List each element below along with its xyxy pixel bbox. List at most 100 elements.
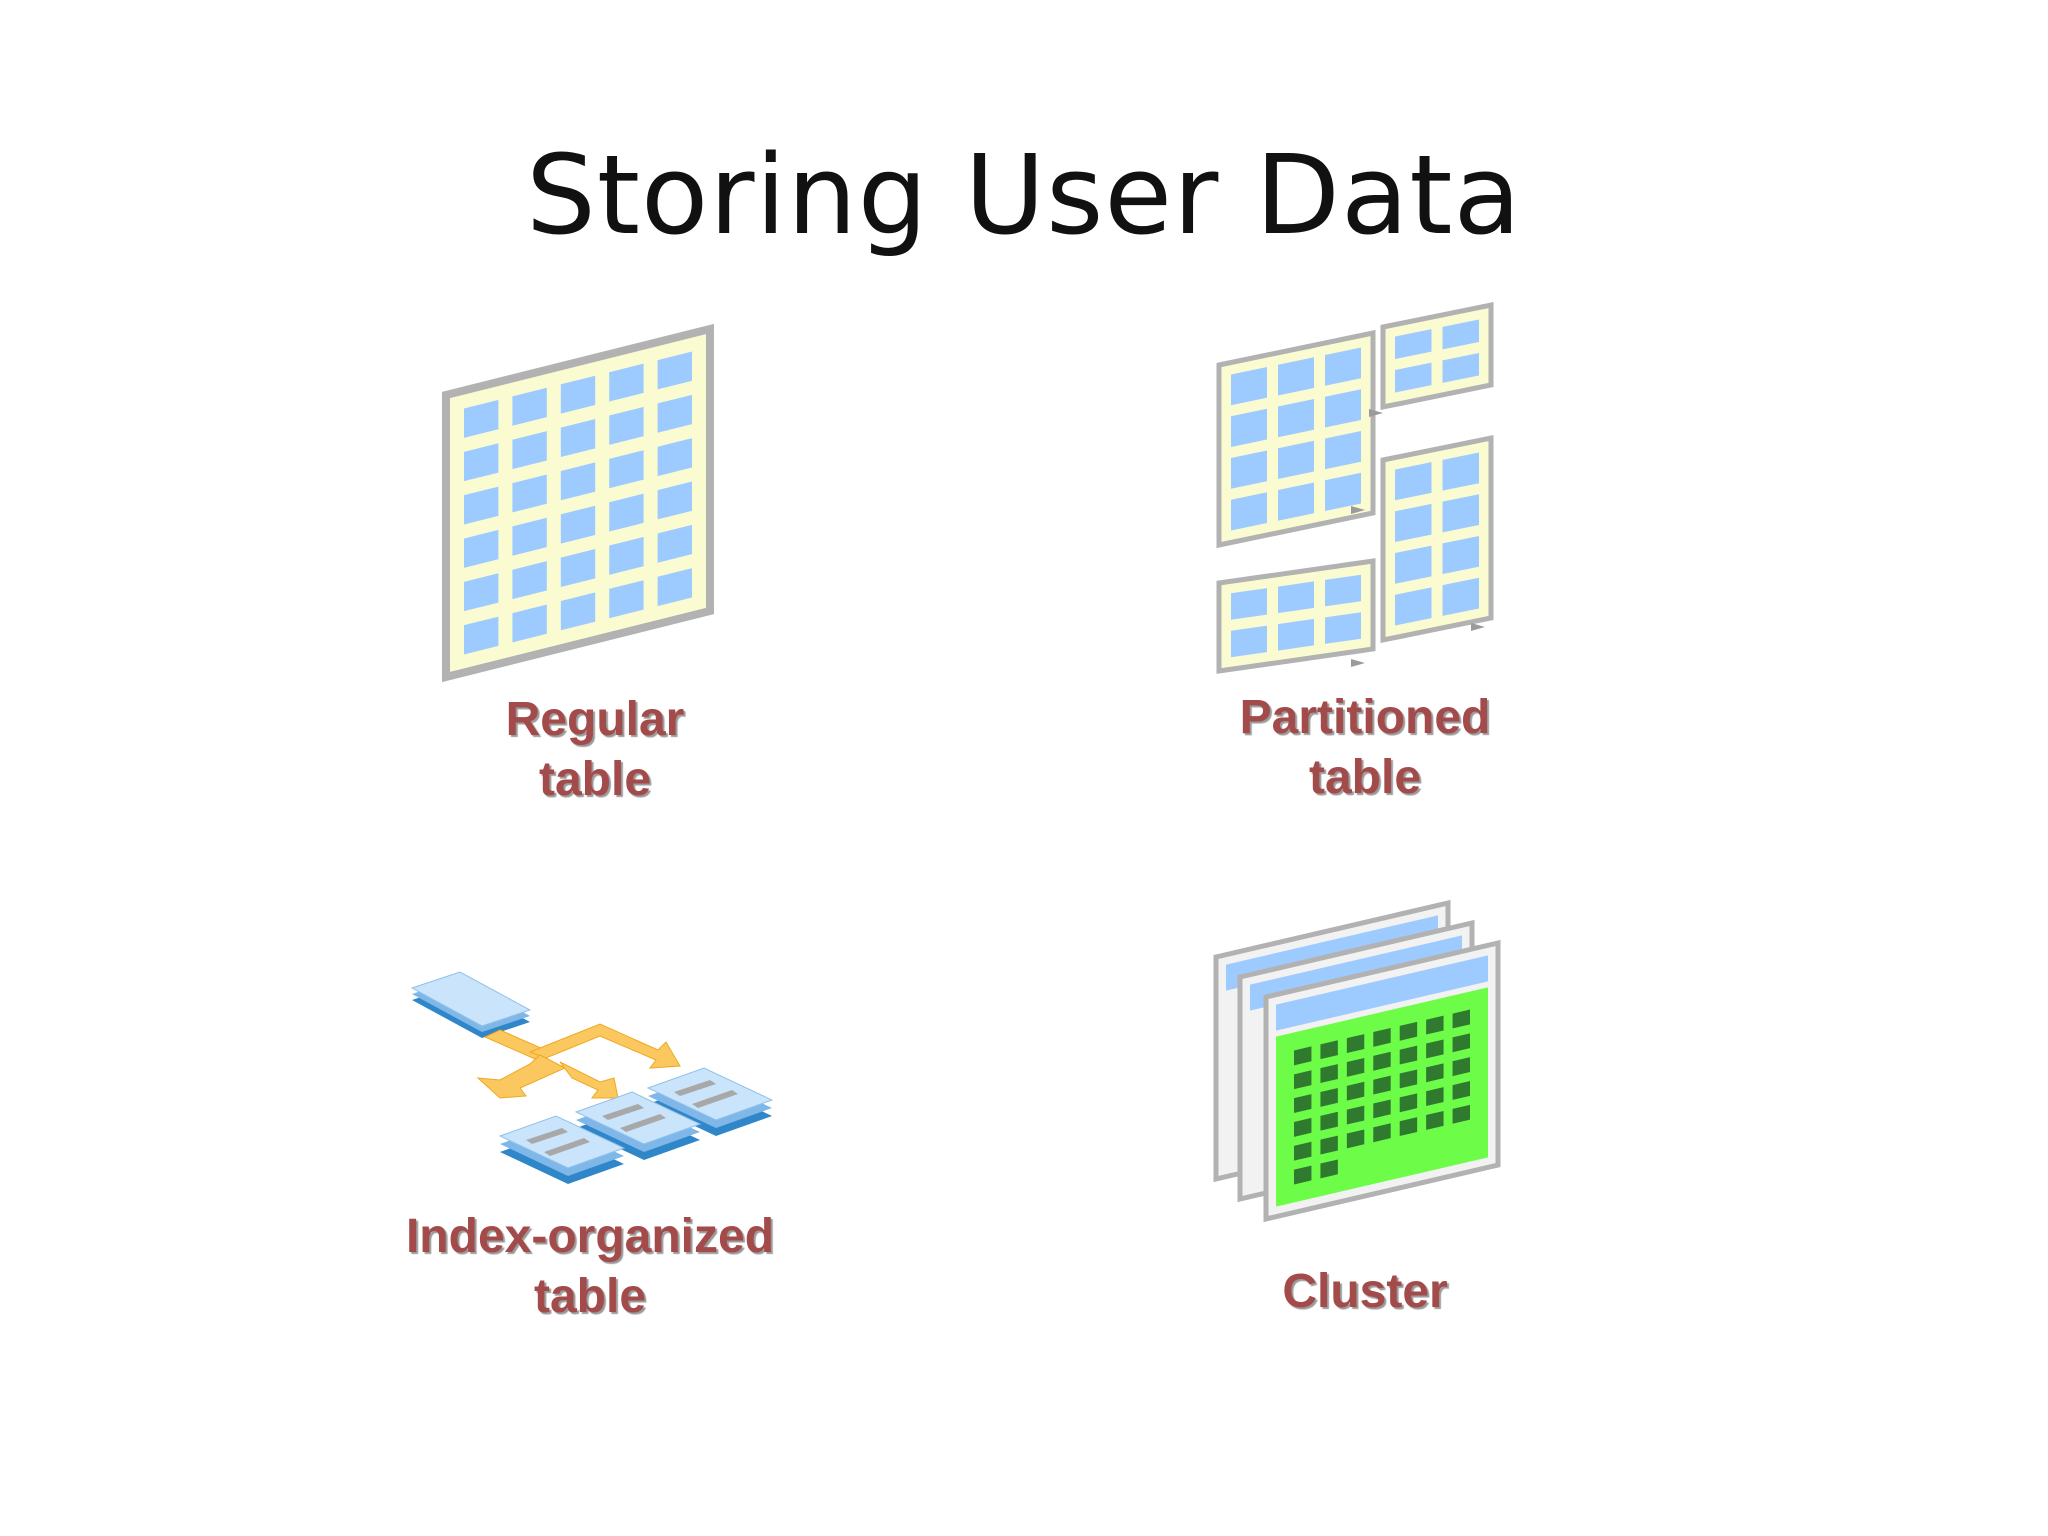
- cluster-cell: [1320, 1087, 1338, 1107]
- cluster-cell: [1452, 1104, 1470, 1124]
- cluster-cell: [1452, 1081, 1470, 1100]
- table-cell: [512, 431, 547, 470]
- cluster-cell: [1346, 1081, 1365, 1101]
- grid-table-icon: [442, 323, 714, 683]
- cluster-cell: [1426, 1063, 1444, 1083]
- table-cell: [464, 443, 499, 482]
- table-cell: [1395, 545, 1432, 584]
- table-cell: [512, 604, 547, 643]
- table-cell: [1442, 352, 1479, 383]
- cluster-cell: [1346, 1057, 1365, 1077]
- table-cell: [1395, 587, 1432, 626]
- page-title: Storing User Data: [526, 131, 1522, 259]
- table-cell: [1395, 462, 1432, 501]
- table-cell: [1325, 430, 1361, 470]
- cluster-cell: [1373, 1051, 1391, 1071]
- leaf-block: [574, 1091, 702, 1160]
- partitioned-table-caption-line1: Partitioned: [1239, 691, 1491, 744]
- cluster-cell: [1426, 1087, 1444, 1107]
- table-cell: [1231, 588, 1267, 620]
- cluster-cell: [1399, 1093, 1418, 1113]
- branch-arrows: [476, 1023, 681, 1099]
- table-cell: [1325, 389, 1361, 428]
- table-cell: [609, 406, 644, 445]
- cluster-cell: [1346, 1129, 1365, 1149]
- table-cell: [657, 481, 692, 520]
- table-cell: [512, 561, 547, 600]
- cluster-cell: [1294, 1117, 1312, 1137]
- cluster-cell: [1294, 1094, 1312, 1113]
- table-cell: [1278, 482, 1314, 521]
- table-cell: [1231, 408, 1267, 448]
- regular-table-caption-line1: Regular: [505, 693, 685, 746]
- table-cell: [464, 486, 499, 525]
- table-cell: [560, 419, 596, 457]
- table-cell: [464, 529, 499, 568]
- table-cell: [657, 568, 692, 607]
- cluster-cell: [1399, 1021, 1418, 1041]
- cluster-cell: [1294, 1070, 1312, 1090]
- table-cell: [1325, 612, 1361, 644]
- table-cell: [512, 474, 547, 513]
- cluster-cell: [1320, 1111, 1338, 1131]
- table-cell: [1278, 618, 1314, 651]
- table-cell: [609, 450, 644, 489]
- table-cell: [657, 351, 692, 390]
- partitioned-table-caption-line2: table: [1308, 751, 1422, 804]
- table-cell: [1442, 319, 1479, 350]
- cluster-cell: [1373, 1099, 1391, 1119]
- index-tree-icon: [410, 971, 774, 1184]
- cluster-cell: [1426, 1015, 1444, 1035]
- table-cell: [657, 394, 692, 433]
- table-cell: [657, 438, 692, 477]
- index-organized-caption-line1: Index-organized: [405, 1210, 775, 1263]
- cluster-cell: [1399, 1117, 1418, 1137]
- stacked-tables-icon: [1213, 899, 1501, 1223]
- table-cell: [1231, 625, 1267, 658]
- table-cell: [609, 493, 644, 532]
- table-cell: [1325, 472, 1361, 511]
- cluster-cell: [1346, 1105, 1365, 1125]
- cluster-cell: [1294, 1141, 1312, 1161]
- table-cell: [512, 387, 547, 426]
- table-cell: [1278, 399, 1314, 438]
- table-cell: [560, 592, 596, 631]
- table-cell: [1231, 450, 1267, 489]
- index-organized-caption-line2: table: [533, 1270, 647, 1323]
- table-cell: [1395, 503, 1432, 543]
- table-cell: [1231, 367, 1267, 406]
- table-cell: [657, 524, 692, 563]
- table-panel: [442, 323, 714, 683]
- leaf-block: [498, 1115, 626, 1184]
- table-cell: [1442, 577, 1479, 616]
- table-cell: [609, 580, 644, 619]
- cluster-cell: [1320, 1040, 1338, 1060]
- cluster-cell: [1426, 1111, 1444, 1130]
- table-cell: [512, 517, 547, 556]
- cluster-caption: Cluster: [1165, 1262, 1565, 1322]
- cluster-front-sheet: [1263, 939, 1501, 1223]
- table-cell: [464, 616, 499, 655]
- cluster-cell: [1373, 1027, 1391, 1047]
- regular-table-caption-line2: table: [538, 753, 652, 806]
- cluster-cell: [1294, 1046, 1312, 1066]
- table-cell: [1325, 347, 1361, 386]
- partitioned-table-figure: [1215, 285, 1515, 675]
- cluster-cell: [1452, 1009, 1470, 1029]
- table-cell: [1231, 492, 1267, 531]
- regular-table-figure: [440, 323, 730, 685]
- partitioned-table-icon: [1216, 301, 1494, 674]
- cluster-cell: [1294, 1165, 1312, 1185]
- table-cell: [1395, 362, 1432, 393]
- index-organized-caption: Index-organized table: [380, 1207, 800, 1327]
- table-cell: [464, 399, 499, 438]
- table-cell: [560, 505, 596, 544]
- partitioned-table-caption: Partitioned table: [1165, 688, 1565, 808]
- cluster-cell: [1320, 1064, 1338, 1083]
- cluster-cell: [1320, 1159, 1338, 1179]
- table-cell: [609, 363, 644, 402]
- table-cell: [609, 536, 644, 575]
- table-cell: [1278, 581, 1314, 614]
- index-organized-figure: [400, 970, 790, 1184]
- cluster-cell: [1373, 1123, 1391, 1143]
